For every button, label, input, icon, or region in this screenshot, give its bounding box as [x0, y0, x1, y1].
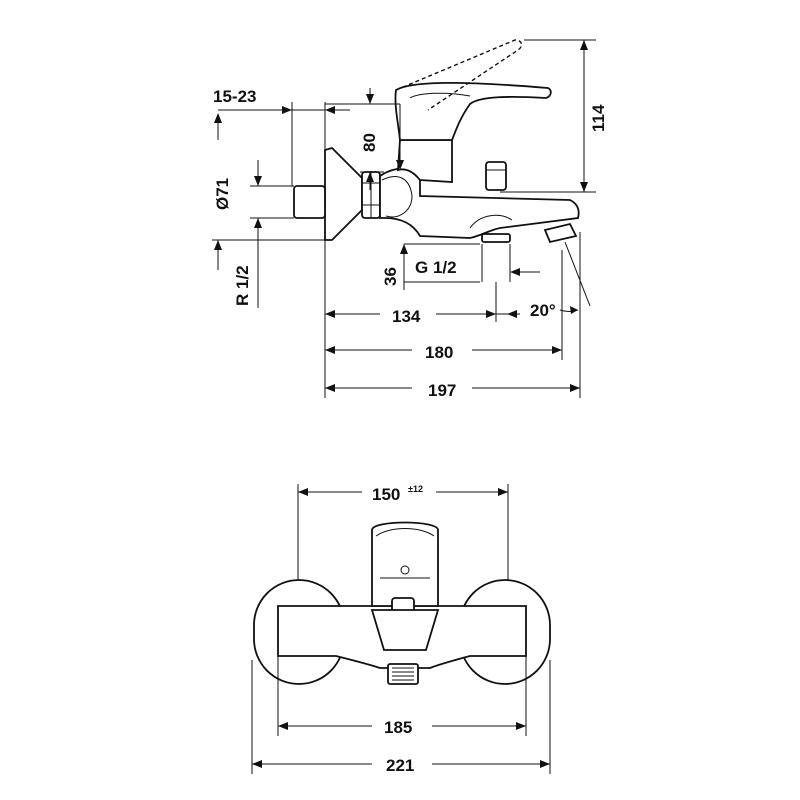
dim-inlet-thread-label: R 1/2 [233, 265, 252, 306]
dim-total-depth-label: 197 [428, 381, 456, 400]
mixer-body [379, 167, 580, 239]
spout-aerator [543, 222, 578, 244]
dim-height-label: 114 [589, 104, 608, 132]
cartridge-column [397, 139, 453, 183]
front-view: 150 ±12 185 221 [251, 484, 551, 775]
wall-rosette [324, 146, 363, 241]
dim-rosette-diameter-label: Ø71 [213, 178, 232, 210]
dim-total-width-label: 221 [386, 756, 414, 775]
dim-outlet-thread-label: G 1/2 [415, 258, 457, 277]
lever-screw [400, 565, 410, 575]
dim-lever-travel-label: 80 [360, 133, 379, 152]
diverter-knob [485, 161, 507, 191]
bath-outlet [481, 233, 511, 243]
dim-spout-angle-label: 20° [530, 301, 556, 320]
lever-handle [394, 82, 552, 141]
front-aerator [387, 663, 419, 685]
dim-center-tolerance-label: ±12 [408, 484, 423, 494]
dim-spout-clearance-label: 36 [381, 267, 400, 286]
dim-outlet-position-label: 134 [392, 307, 421, 326]
inlet-stub [293, 185, 326, 219]
dim-body-width-label: 185 [384, 718, 412, 737]
side-view: 15-23 Ø71 R 1/2 80 114 [212, 39, 608, 400]
lever-raised-position [395, 39, 523, 111]
dim-center-distance-label: 150 [372, 485, 400, 504]
front-spout [370, 609, 440, 651]
front-cartridge-column [371, 521, 439, 607]
dim-eccentric-range-label: 15-23 [213, 87, 256, 106]
dim-spout-reach-label: 180 [425, 343, 453, 362]
